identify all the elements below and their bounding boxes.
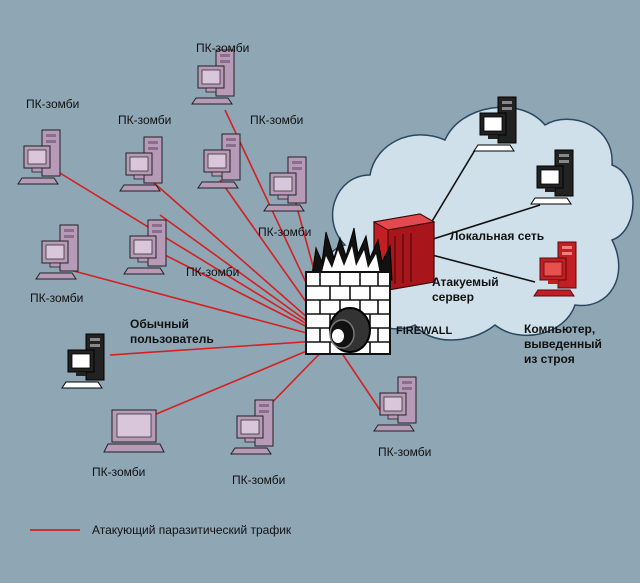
legend: Атакующий паразитический трафик — [30, 523, 292, 537]
desktop-pc-icon — [230, 399, 274, 455]
label-zombie-7: ПК-зомби — [30, 291, 83, 305]
label-zombie-4: ПК-зомби — [250, 113, 303, 127]
legend-label: Атакующий паразитический трафик — [92, 523, 292, 537]
zombie-pc-left-2 — [119, 136, 163, 192]
zombie-pc-bottom-right — [373, 376, 417, 432]
label-attacked-server-2: сервер — [432, 290, 474, 304]
desktop-pc-icon — [263, 156, 307, 212]
desktop-pc-icon — [35, 224, 79, 280]
regular-user-pc — [61, 333, 105, 389]
label-regular-user-1: Обычный — [130, 317, 189, 331]
desktop-pc-icon — [191, 49, 235, 105]
label-zombie-5: ПК-зомби — [258, 225, 311, 239]
label-zombie-6: ПК-зомби — [186, 265, 239, 279]
label-zombie-10: ПК-зомби — [378, 445, 431, 459]
label-zombie-9: ПК-зомби — [232, 473, 285, 487]
zombie-pc-center-top — [197, 133, 241, 189]
firewall — [305, 227, 393, 355]
zombie-pc-near-firewall — [263, 156, 307, 212]
zombie-pc-bottom-center — [230, 399, 274, 455]
label-zombie-3: ПК-зомби — [118, 113, 171, 127]
desktop-pc-icon — [119, 136, 163, 192]
laptop-icon — [103, 409, 165, 453]
label-attacked-server-1: Атакуемый — [432, 275, 499, 289]
label-zombie-2: ПК-зомби — [26, 97, 79, 111]
zombie-pc-mid-left — [35, 224, 79, 280]
label-broken-pc-1: Компьютер, — [524, 322, 595, 336]
label-broken-pc-2: выведенный — [524, 337, 602, 351]
zombie-pc-mid — [123, 219, 167, 275]
desktop-pc-icon — [61, 333, 105, 389]
zombie-pc-top-center — [191, 49, 235, 105]
label-zombie-8: ПК-зомби — [92, 465, 145, 479]
label-regular-user-2: пользователь — [130, 332, 214, 346]
local-links — [427, 149, 541, 283]
label-zombie-1: ПК-зомби — [196, 41, 249, 55]
label-local-network: Локальная сеть — [450, 229, 544, 243]
label-firewall: FIREWALL — [396, 325, 452, 337]
firewall-icon — [305, 227, 393, 355]
zombie-pc-top-left — [17, 129, 61, 185]
label-broken-pc-3: из строя — [524, 352, 575, 366]
desktop-pc-icon — [17, 129, 61, 185]
zombie-laptop — [103, 409, 165, 453]
desktop-pc-icon — [373, 376, 417, 432]
desktop-pc-icon — [197, 133, 241, 189]
desktop-pc-icon — [123, 219, 167, 275]
